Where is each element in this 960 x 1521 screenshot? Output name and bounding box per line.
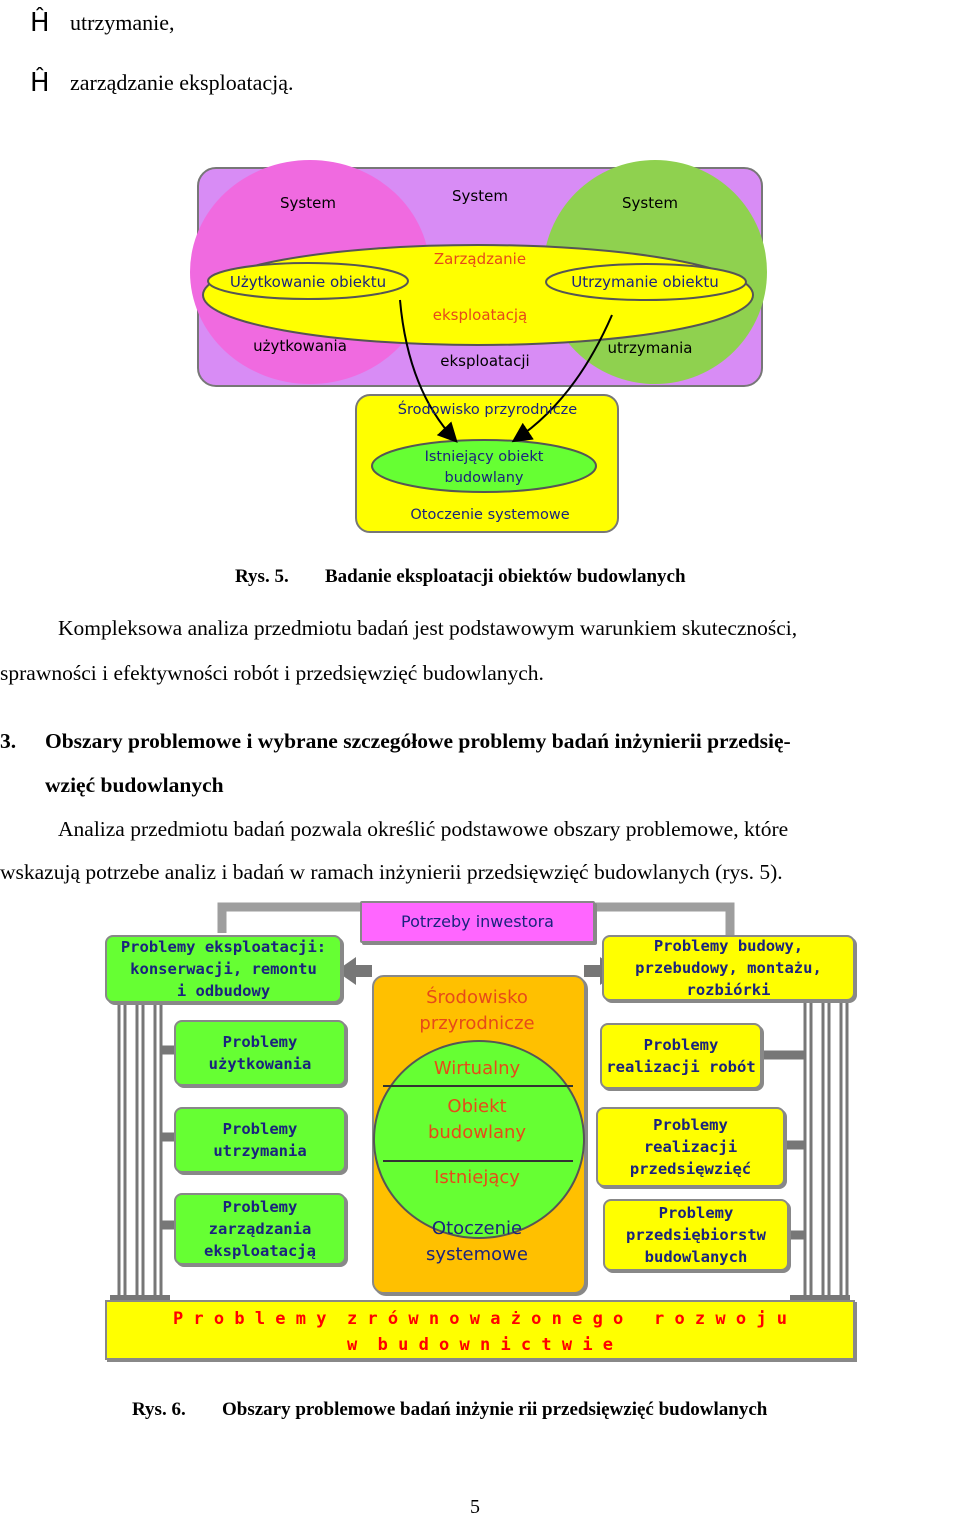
arrow-into-center-left (336, 957, 372, 985)
project-execution-problems-box: Problemy realizacji przedsięwzięć (596, 1107, 785, 1187)
bullet-item: Ĥ zarządzanie eksploatacją. (30, 68, 294, 98)
use-object-label: Użytkowanie obiektu (229, 273, 387, 291)
use-ellipse (207, 262, 409, 300)
system-left-label: System (280, 194, 336, 212)
center-environment-label: Środowisko przyrodnicze (419, 987, 535, 1034)
sustainable-development-box: P r o b l e m y z r ó w n o w a ż o n e … (105, 1300, 855, 1360)
center-object-circle (373, 1040, 585, 1239)
sustainable-line-1: P r o b l e m y z r ó w n o w a ż o n e … (172, 1309, 788, 1329)
exploitation-label: eksploatacją (432, 306, 528, 324)
paragraph-1-line-2: sprawności i efektywności robót i przeds… (0, 661, 544, 685)
section-title: Obszary problemowe i wybrane szczegółowe… (45, 720, 960, 763)
natural-environment-label: Środowisko przyrodnicze (397, 402, 578, 418)
section-title-line-1: Obszary problemowe i wybrane szczegółowe… (45, 729, 791, 753)
use-problems-box: Problemy użytkowania (174, 1020, 346, 1086)
figure-6-caption: Obszary problemowe badań inżynie rii prz… (222, 1399, 768, 1420)
system-surroundings-label-fig6: Otoczenie systemowe (426, 1218, 528, 1265)
use-system-label: użytkowania (253, 337, 347, 355)
section-number: 3. (0, 729, 17, 753)
arrow-right (511, 314, 613, 443)
exploitation-system-label: eksploatacji (440, 352, 530, 370)
figure-5-number: Rys. 5. (235, 566, 289, 587)
management-problems-box: Problemy zarządzania eksploatacją (174, 1193, 346, 1265)
sustainable-line-2: w b u d o w n i c t w i e (346, 1335, 614, 1355)
management-label: Zarządzanie (433, 250, 527, 268)
figure-5-caption: Badanie eksploatacji obiektów budowlanyc… (325, 566, 686, 587)
maintain-object-label: Utrzymanie obiektu (571, 273, 719, 291)
bullet-text: zarządzanie eksploatacją. (70, 70, 294, 95)
existing-label: Istniejący (434, 1167, 520, 1188)
paragraph-2-line-1: Analiza przedmiotu badań pozwala określi… (58, 817, 789, 841)
bullet-glyph: Ĥ (30, 68, 50, 98)
arrow-left (399, 299, 458, 443)
figure-5-diagram (190, 160, 767, 533)
system-right-label: System (622, 194, 678, 212)
exploitation-problems-box: Problemy eksploatacji: konserwacji, remo… (105, 935, 342, 1003)
maintenance-problems-box: Problemy utrzymania (174, 1107, 346, 1173)
paragraph-1-line-1: Kompleksowa analiza przedmiotu badań jes… (58, 616, 798, 640)
system-surroundings-label: Otoczenie systemowe (410, 507, 570, 523)
enterprise-problems-box: Problemy przedsiębiorstw budowlanych (603, 1199, 789, 1271)
bullet-item: Ĥ utrzymanie, (30, 8, 174, 38)
divider-bottom (383, 1160, 573, 1162)
maintenance-system-label: utrzymania (607, 339, 693, 357)
investor-needs-box: Potrzeby inwestora (360, 901, 595, 943)
paragraph-2-line-2: wskazują potrzebe analiz i badań w ramac… (0, 860, 783, 884)
section-title-line-2: wzięć budowlanych (45, 773, 224, 797)
bullet-text: utrzymanie, (70, 10, 175, 35)
figure-6-number: Rys. 6. (132, 1399, 186, 1420)
building-object-label: Obiekt budowlany (427, 1096, 527, 1143)
page-number: 5 (470, 1496, 480, 1518)
existing-object-ellipse (371, 439, 597, 493)
works-execution-problems-box: Problemy realizacji robót (600, 1023, 762, 1089)
bullet-glyph: Ĥ (30, 8, 50, 38)
construction-problems-box: Problemy budowy, przebudowy, montażu, ro… (602, 935, 855, 1001)
figure-6-connectors (110, 902, 850, 1307)
virtual-label: Wirtualny (433, 1058, 521, 1079)
existing-object-label: Istniejący obiekt budowlany (424, 449, 544, 486)
system-mid-label: System (452, 187, 508, 205)
divider-top (383, 1085, 573, 1087)
maintenance-ellipse (545, 263, 747, 301)
